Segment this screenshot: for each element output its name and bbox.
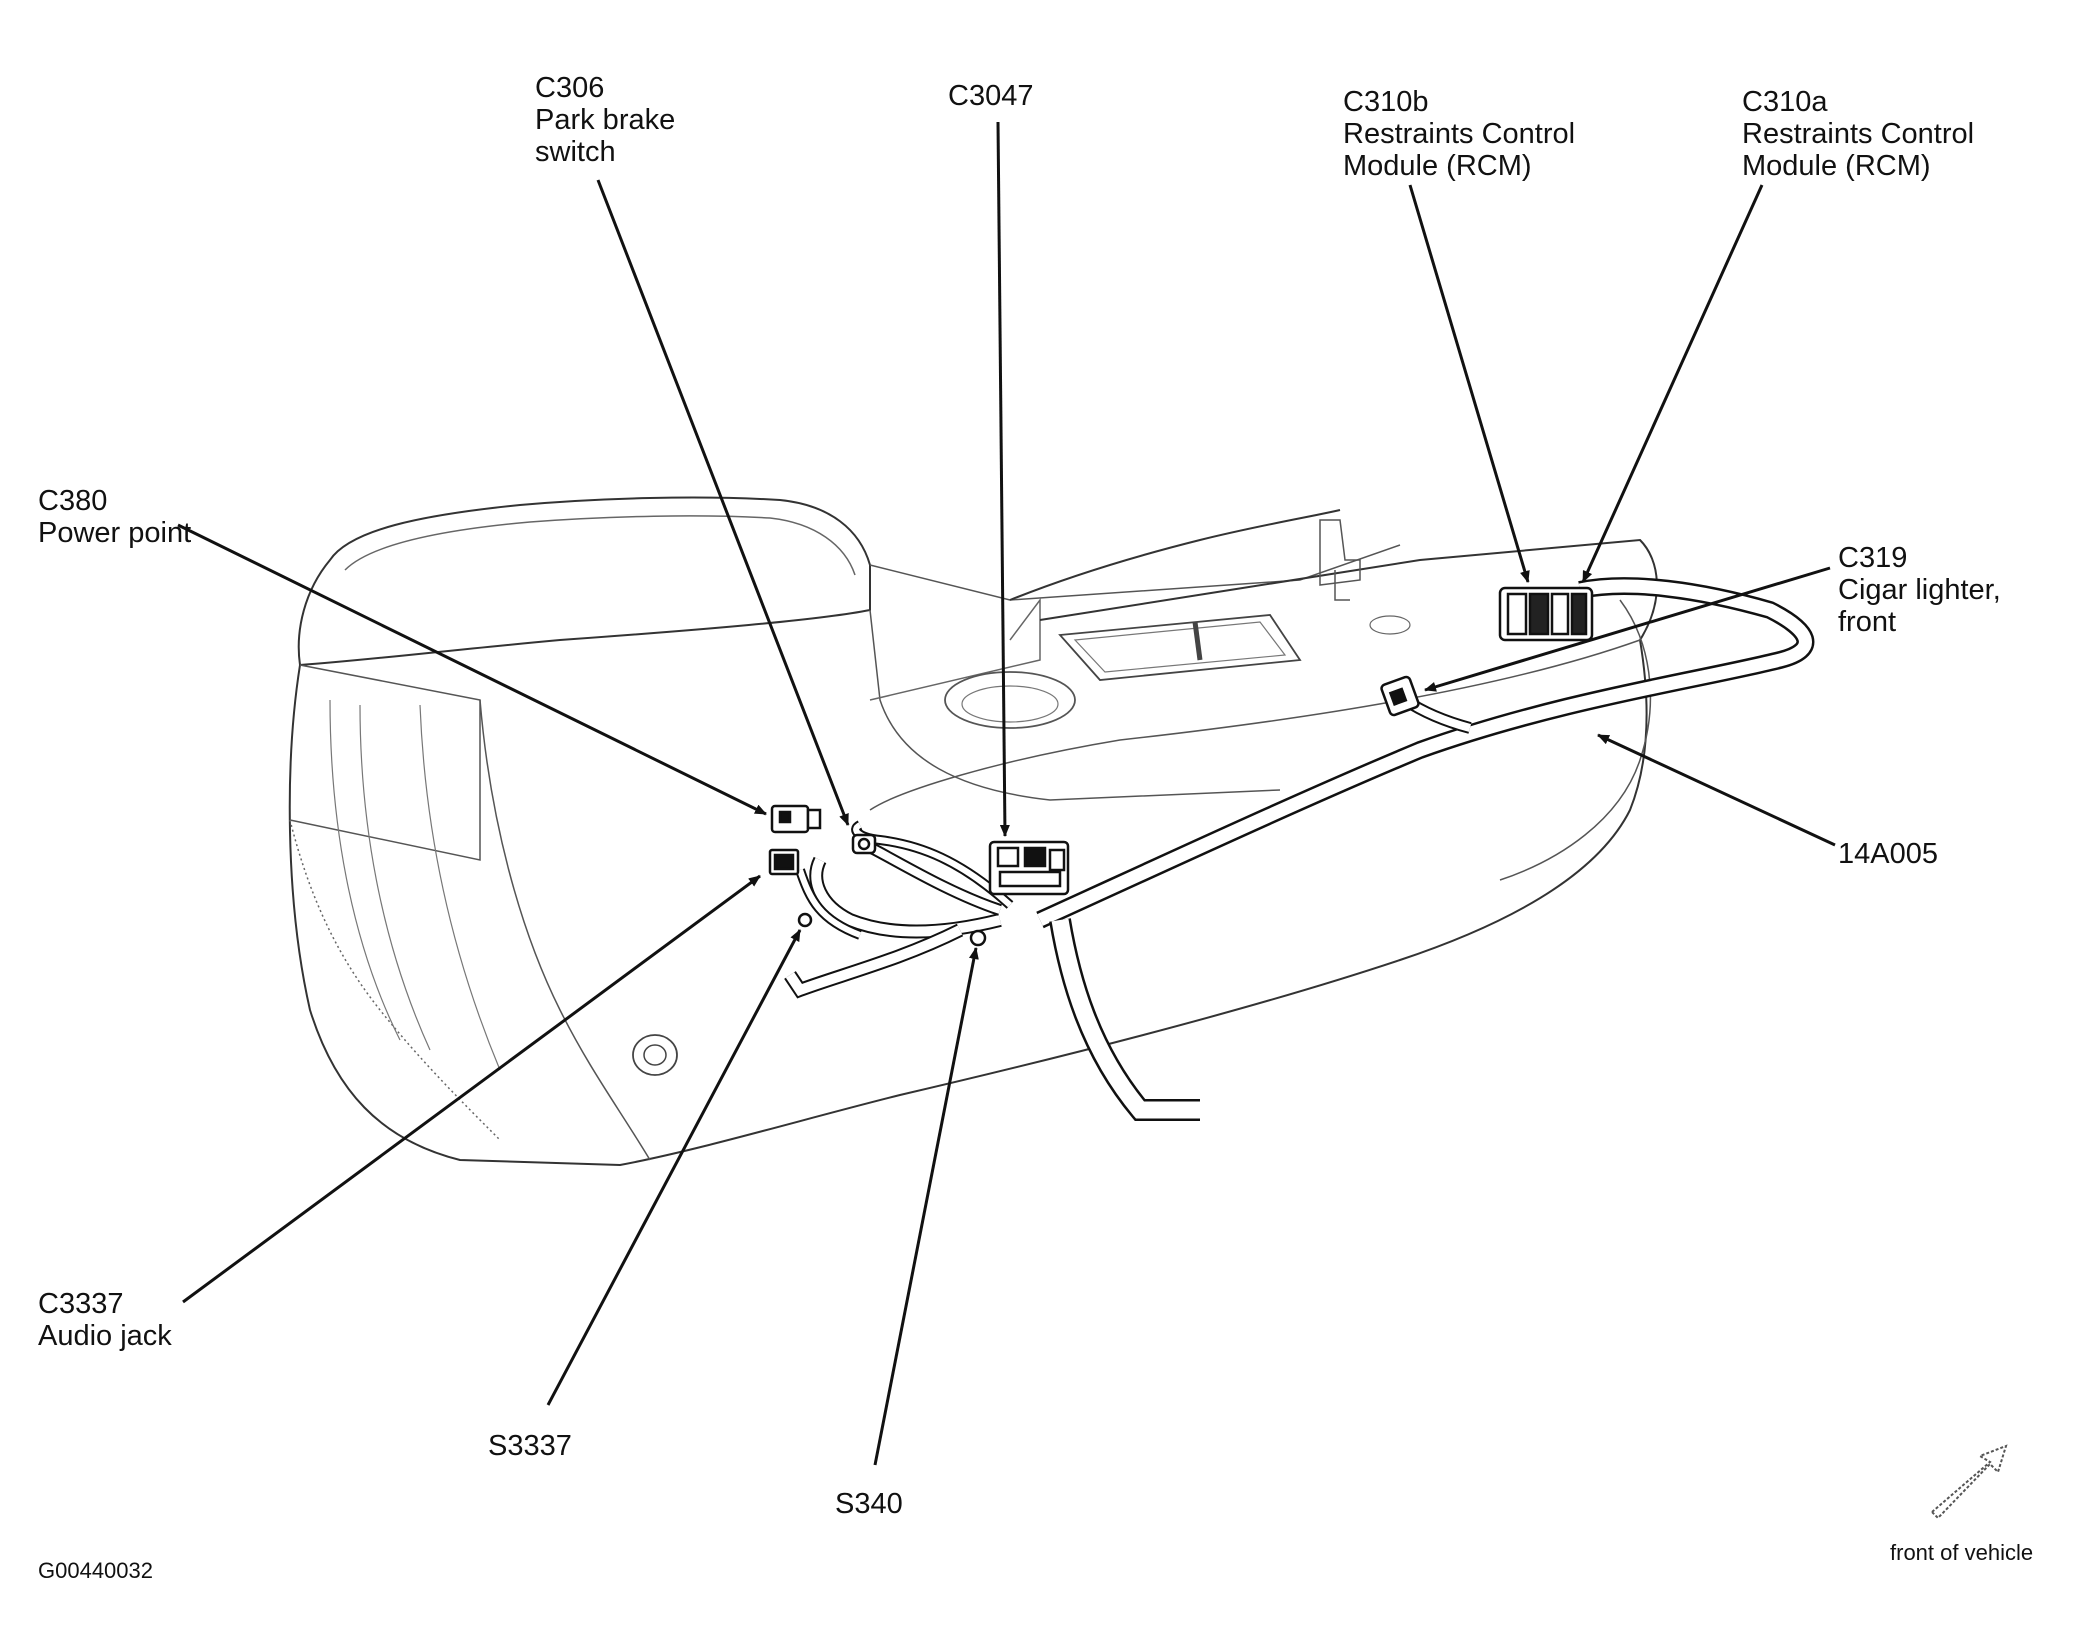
label-c319-desc2: front — [1838, 606, 1897, 638]
wiring-harness-14A005 — [784, 577, 1815, 1121]
label-c310a-code: C310a — [1742, 86, 1828, 118]
diagram-id-text: G00440032 — [38, 1558, 153, 1583]
connector-c310 — [1498, 586, 1594, 642]
leader-c310b — [1408, 184, 1530, 583]
connector-c3337 — [768, 848, 800, 876]
leader-s3337 — [546, 929, 802, 1406]
label-c310b-desc1: Restraints Control — [1343, 118, 1576, 150]
label-c306-desc2: switch — [535, 136, 616, 168]
connector-c306 — [851, 833, 877, 855]
label-14a005-code: 14A005 — [1838, 838, 1938, 870]
label-c380-desc1: Power point — [38, 517, 192, 549]
label-c3337: C3337 Audio jack — [38, 1288, 172, 1352]
diagram-id: G00440032 — [38, 1558, 153, 1584]
label-c319-desc1: Cigar lighter, — [1838, 574, 2001, 606]
label-c380: C380 Power point — [38, 485, 191, 549]
label-c319-code: C319 — [1838, 542, 1908, 574]
connector-c3047 — [988, 840, 1070, 896]
label-c310b-desc2: Module (RCM) — [1343, 150, 1532, 182]
leader-lines — [177, 121, 1836, 1466]
label-c319: C319 Cigar lighter, front — [1838, 542, 2001, 638]
label-c310a: C310a Restraints Control Module (RCM) — [1742, 86, 1974, 182]
leader-c3337 — [182, 874, 761, 1304]
leader-c380 — [177, 523, 767, 816]
label-14a005: 14A005 — [1838, 838, 1938, 870]
label-c380-code: C380 — [38, 485, 108, 517]
label-c3047-code: C3047 — [948, 80, 1034, 112]
label-s3337-code: S3337 — [488, 1430, 572, 1462]
label-c306-desc1: Park brake — [535, 104, 676, 136]
label-c3047: C3047 — [948, 80, 1033, 112]
leader-s340 — [873, 947, 979, 1466]
center-console — [288, 496, 1658, 1167]
orientation-label-text: front of vehicle — [1890, 1540, 2034, 1565]
leader-c310a — [1581, 184, 1764, 583]
label-s340: S340 — [835, 1488, 903, 1520]
label-c3337-code: C3337 — [38, 1288, 124, 1320]
splice-s340 — [969, 929, 987, 947]
label-s3337: S3337 — [488, 1430, 572, 1462]
connectors — [768, 586, 1594, 947]
label-c3337-desc1: Audio jack — [38, 1320, 172, 1352]
label-c310a-desc2: Module (RCM) — [1742, 150, 1931, 182]
label-c306-code: C306 — [535, 72, 605, 104]
label-c306: C306 Park brake switch — [535, 72, 675, 168]
label-c310b: C310b Restraints Control Module (RCM) — [1343, 86, 1575, 182]
leader-c306 — [596, 179, 850, 826]
orientation-label: front of vehicle — [1890, 1540, 2033, 1566]
label-c310a-desc1: Restraints Control — [1742, 118, 1975, 150]
label-s340-code: S340 — [835, 1488, 903, 1520]
leader-c319 — [1424, 566, 1831, 692]
splice-s3337 — [797, 912, 813, 928]
front-of-vehicle-arrow-icon — [1930, 1444, 2008, 1520]
connector-c380 — [770, 804, 822, 834]
leader-14a005 — [1597, 733, 1836, 847]
label-c310b-code: C310b — [1343, 86, 1429, 118]
connector-c319 — [1380, 675, 1420, 717]
leader-c3047 — [996, 121, 1010, 837]
